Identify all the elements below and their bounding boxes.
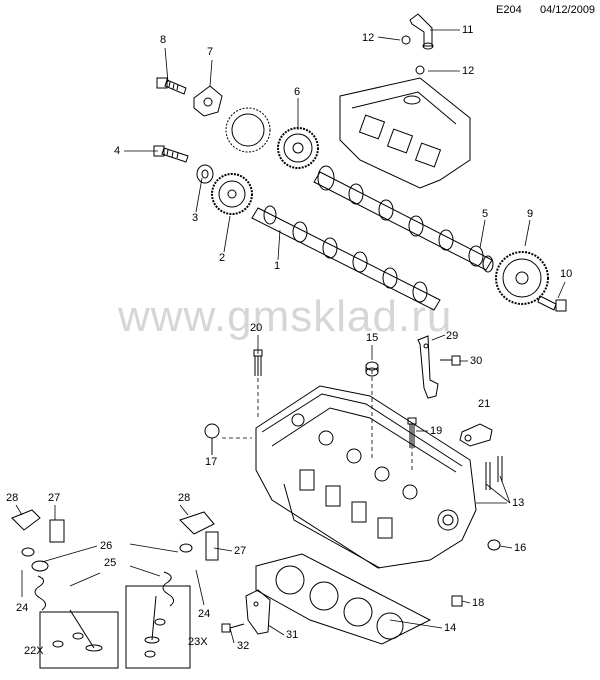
- callout-25: 25: [104, 557, 117, 569]
- callout-17: 17: [205, 456, 218, 468]
- leader-lines: [15, 29, 566, 644]
- callout-7: 7: [207, 46, 214, 58]
- valve-assembly-center: [125, 511, 219, 669]
- callout-27-left: 27: [48, 492, 61, 504]
- gear-9: [495, 251, 549, 305]
- callout-2: 2: [219, 252, 226, 264]
- callout-1: 1: [274, 260, 281, 272]
- plug-17: [204, 423, 220, 439]
- bolt-32: [221, 623, 245, 633]
- callout-16: 16: [514, 542, 527, 554]
- hose-11: [409, 13, 434, 50]
- bolt-20: [253, 349, 263, 376]
- callout-14: 14: [444, 622, 457, 634]
- watermark: www.gmsklad.ru: [118, 292, 453, 341]
- bolt-30: [440, 355, 461, 366]
- callout-15: 15: [366, 332, 379, 344]
- callout-27-center: 27: [234, 545, 247, 557]
- callout-12b: 12: [462, 65, 475, 77]
- callout-31: 31: [286, 629, 299, 641]
- sprocket-6: [225, 107, 319, 169]
- bracket-7: [193, 85, 223, 117]
- callout-3: 3: [192, 212, 199, 224]
- camshaft-5: [313, 165, 494, 273]
- plug-16: [487, 539, 501, 551]
- callout-8: 8: [160, 34, 167, 46]
- bolt-4: [153, 145, 189, 163]
- bolt-8: [156, 77, 187, 95]
- callout-32: 32: [237, 640, 250, 652]
- callout-28-center: 28: [178, 492, 191, 504]
- callout-20: 20: [250, 322, 263, 334]
- callout-24-center: 24: [198, 608, 211, 620]
- callout-5: 5: [482, 208, 489, 220]
- callout-9: 9: [527, 208, 534, 220]
- cylinder-head: [255, 385, 477, 569]
- bracket-31: [245, 589, 271, 635]
- callout-29: 29: [446, 330, 459, 342]
- valve-assembly-left: [11, 509, 119, 669]
- callout-13: 13: [512, 497, 525, 509]
- cylinder-head-cover: [339, 77, 471, 189]
- callout-26: 26: [100, 540, 113, 552]
- callout-24-left: 24: [16, 602, 29, 614]
- head-gasket-14: [255, 553, 432, 645]
- callout-30: 30: [470, 355, 483, 367]
- clip-12b: [415, 65, 425, 75]
- callout-22x: 22X: [24, 645, 44, 657]
- diagram-code: E204: [496, 4, 522, 16]
- diagram-date: 04/12/2009: [540, 4, 596, 16]
- callout-19: 19: [430, 425, 443, 437]
- studs-13: [485, 456, 503, 490]
- washer-3: [196, 164, 214, 184]
- callout-11: 11: [462, 24, 474, 36]
- callout-18: 18: [472, 597, 485, 609]
- callout-10: 10: [560, 268, 573, 280]
- bracket-29: [417, 335, 439, 399]
- callout-21: 21: [478, 398, 491, 410]
- camshaft-1: [251, 205, 441, 311]
- clip-12a: [401, 35, 411, 45]
- callout-28-left: 28: [6, 492, 19, 504]
- gear-2: [211, 173, 253, 215]
- rocker-21: [459, 423, 493, 447]
- callout-23x: 23X: [188, 636, 208, 648]
- callout-12a: 12: [362, 32, 375, 44]
- plug-15: [365, 361, 379, 377]
- bolt-10: [537, 295, 567, 312]
- callout-6: 6: [294, 86, 301, 98]
- plug-18: [451, 595, 463, 607]
- callout-4: 4: [114, 145, 121, 157]
